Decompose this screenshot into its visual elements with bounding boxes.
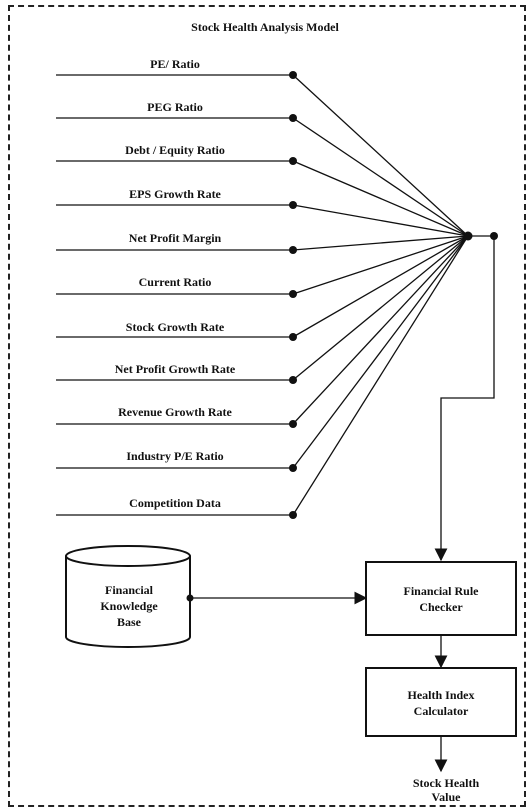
input-dot-7 bbox=[289, 333, 297, 341]
hub-connector-2 bbox=[292, 117, 469, 237]
hub-to-rule-checker-line bbox=[434, 236, 495, 562]
hub-route bbox=[434, 235, 495, 562]
hub-connector-3 bbox=[292, 160, 469, 237]
hub-connector-6 bbox=[292, 235, 469, 295]
hub-connector-5 bbox=[292, 235, 469, 251]
hub-connector-4 bbox=[292, 204, 469, 237]
hub-output-dot bbox=[490, 232, 498, 240]
input-dot-5 bbox=[289, 246, 297, 254]
input-label-stock-growth-rate: Stock Growth Rate bbox=[125, 320, 225, 334]
hub-connector-9 bbox=[292, 235, 469, 425]
input-dot-11 bbox=[289, 511, 297, 519]
input-label-eps-growth-rate: EPS Growth Rate bbox=[129, 187, 221, 201]
input-label-pe-ratio: PE/ Ratio bbox=[150, 57, 200, 71]
hub-connector-11 bbox=[292, 235, 469, 516]
input-label-competition-data: Competition Data bbox=[129, 496, 221, 510]
knowledge-base-dot bbox=[186, 594, 194, 602]
input-label-peg-ratio: PEG Ratio bbox=[147, 100, 203, 114]
input-label-current-ratio: Current Ratio bbox=[138, 275, 212, 289]
input-dot-8 bbox=[289, 376, 297, 384]
hub-dot bbox=[463, 231, 473, 241]
health-index-calculator-box bbox=[365, 667, 517, 737]
financial-knowledge-base-cylinder bbox=[65, 545, 191, 648]
input-label-debt-equity-ratio: Debt / Equity Ratio bbox=[125, 143, 225, 157]
hub-connectors bbox=[292, 74, 469, 516]
input-dot-10 bbox=[289, 464, 297, 472]
financial-knowledge-base-label: Financial Knowledge Base bbox=[100, 583, 158, 629]
input-dot-6 bbox=[289, 290, 297, 298]
hub-connector-8 bbox=[292, 235, 469, 381]
diagram-frame bbox=[8, 5, 526, 807]
input-lines bbox=[56, 74, 293, 516]
input-label-industry-pe-ratio: Industry P/E Ratio bbox=[126, 449, 224, 463]
input-dot-3 bbox=[289, 157, 297, 165]
node-dots bbox=[186, 71, 498, 602]
input-label-revenue-growth-rate: Revenue Growth Rate bbox=[118, 405, 232, 419]
input-dot-9 bbox=[289, 420, 297, 428]
health-index-calculator-label: Health Index Calculator bbox=[407, 688, 475, 718]
input-dot-1 bbox=[289, 71, 297, 79]
hub-connector-10 bbox=[292, 235, 469, 469]
financial-rule-checker-label: Financial Rule Checker bbox=[403, 584, 479, 614]
stock-health-value-label: Stock Health Value bbox=[412, 776, 480, 804]
input-dot-2 bbox=[289, 114, 297, 122]
input-dot-4 bbox=[289, 201, 297, 209]
hub-connector-7 bbox=[292, 235, 469, 338]
input-label-net-profit-growth-rate: Net Profit Growth Rate bbox=[114, 362, 236, 376]
diagram-title: Stock Health Analysis Model bbox=[191, 20, 339, 34]
hub-connector-1 bbox=[292, 74, 469, 237]
input-label-net-profit-margin: Net Profit Margin bbox=[128, 231, 222, 245]
